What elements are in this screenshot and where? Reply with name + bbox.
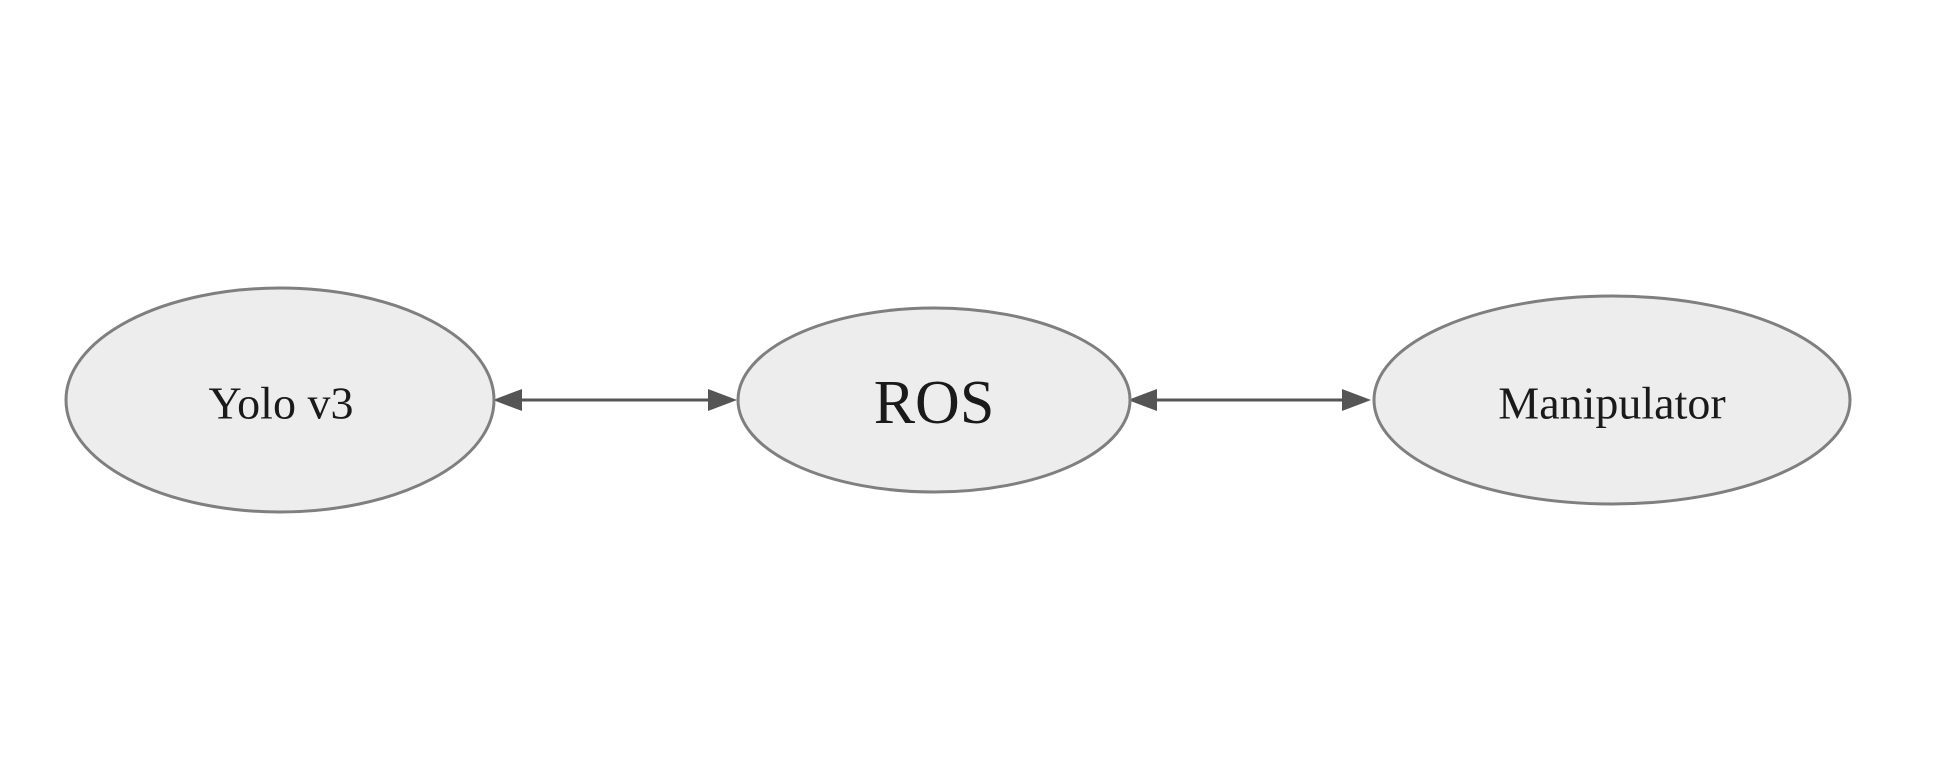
- edge-ros-manipulator: [1128, 389, 1371, 411]
- node-yolo-label: Yolo v3: [209, 378, 354, 429]
- arrowhead-right-icon: [708, 389, 737, 411]
- node-ros-label: ROS: [874, 369, 995, 437]
- node-ros-ellipse: [736, 306, 1132, 494]
- node-manipulator-ellipse: [1372, 294, 1852, 506]
- node-manipulator: Manipulator: [1372, 294, 1852, 506]
- arrowhead-left-icon: [493, 389, 522, 411]
- node-yolo-ellipse: [64, 286, 496, 514]
- edge-yolo-ros: [493, 389, 737, 411]
- arrowhead-right-icon: [1342, 389, 1371, 411]
- node-yolo: Yolo v3: [64, 286, 496, 514]
- arrowhead-left-icon: [1128, 389, 1157, 411]
- node-manipulator-label: Manipulator: [1498, 378, 1725, 429]
- node-ros: ROS: [736, 306, 1132, 494]
